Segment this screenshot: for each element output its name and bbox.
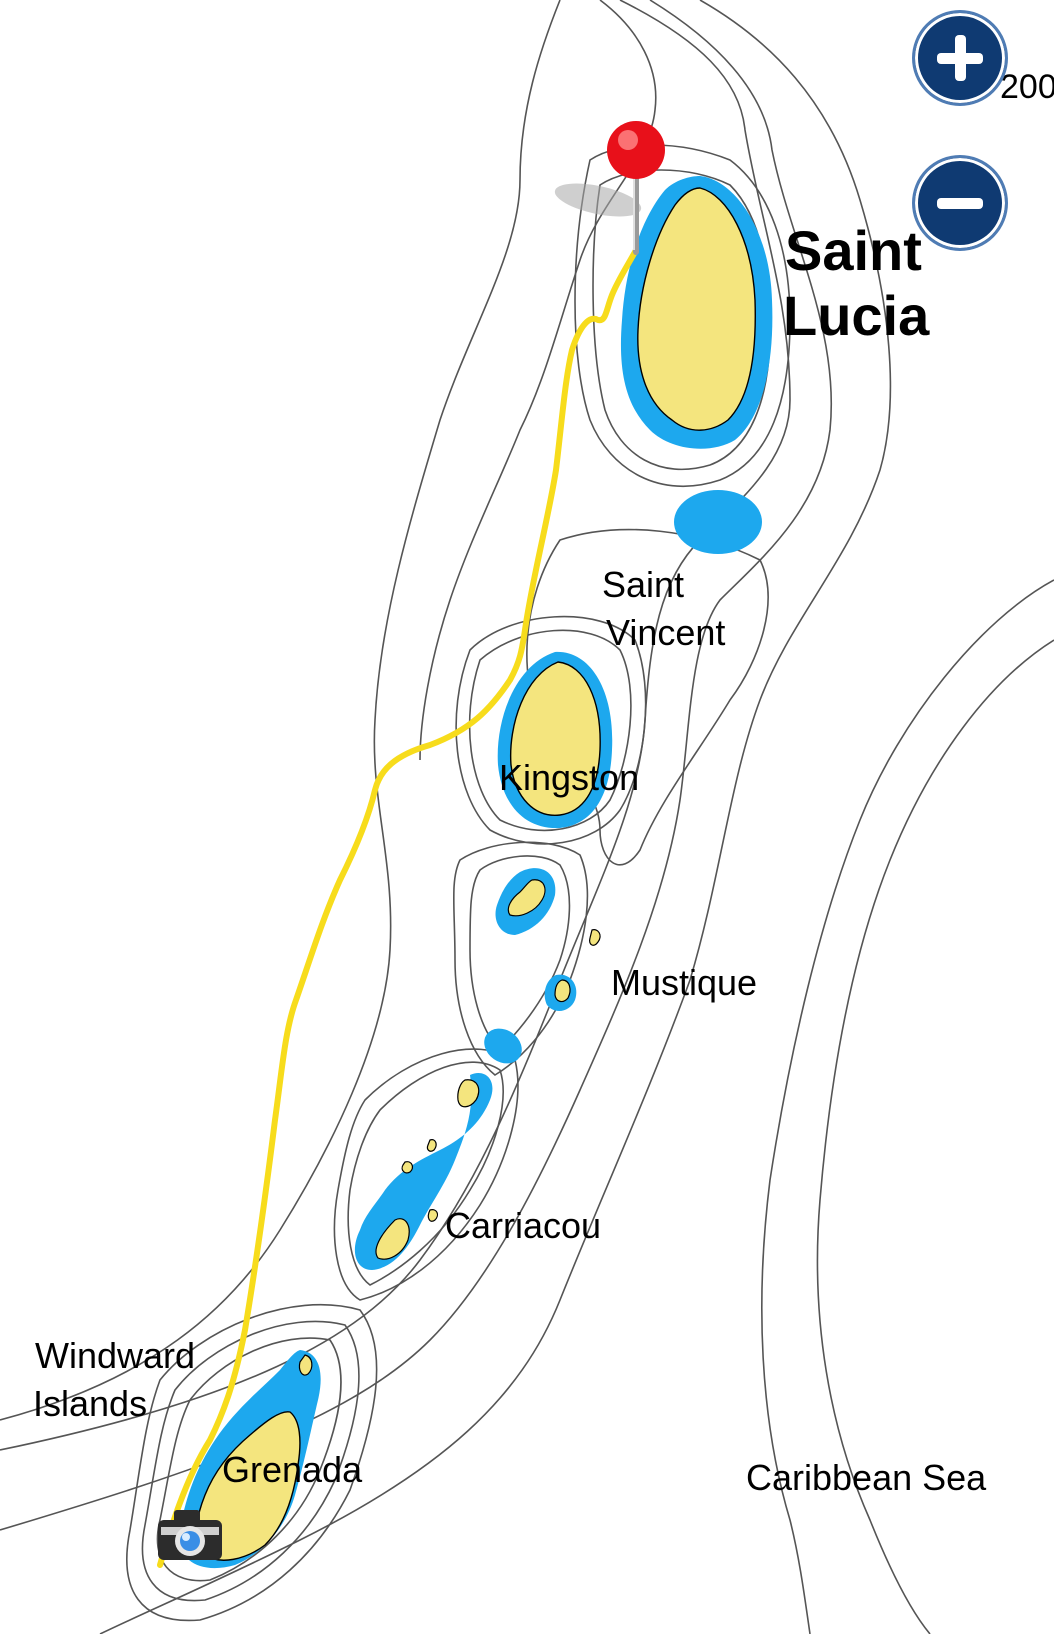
land-saint-lucia xyxy=(637,187,756,431)
label-windward-2: Islands xyxy=(33,1383,147,1424)
label-saint-vincent-1: Saint xyxy=(602,564,684,605)
island-grenada[interactable] xyxy=(179,1350,321,1569)
red-pin-icon[interactable] xyxy=(552,121,665,255)
minus-icon xyxy=(937,198,983,209)
route-track[interactable] xyxy=(157,247,639,1568)
island-saint-vincent[interactable] xyxy=(497,651,613,829)
land-saint-vincent xyxy=(509,661,601,816)
zoom-out-button[interactable] xyxy=(912,155,1008,251)
island-grenadines[interactable] xyxy=(354,868,601,1270)
place-labels: Saint Lucia Saint Vincent Kingston Musti… xyxy=(33,219,987,1498)
land-union xyxy=(457,1079,480,1108)
scale-readout: 200 xyxy=(1000,68,1054,106)
plus-icon-vertical xyxy=(955,35,966,81)
label-saint-lucia-1: Saint xyxy=(785,219,922,282)
camera-icon[interactable] xyxy=(158,1510,222,1560)
label-kingston: Kingston xyxy=(499,757,639,798)
label-grenada: Grenada xyxy=(222,1449,363,1490)
label-carriacou: Carriacou xyxy=(445,1205,601,1246)
label-saint-lucia-2: Lucia xyxy=(783,284,930,347)
zoom-in-button[interactable] xyxy=(912,10,1008,106)
land-mustique xyxy=(554,979,571,1003)
shallow-water-carriacou xyxy=(354,1072,493,1270)
shallow-bank xyxy=(674,490,762,554)
island-saint-lucia[interactable] xyxy=(620,176,773,554)
label-windward-1: Windward xyxy=(35,1335,195,1376)
land-islet-3 xyxy=(401,1161,414,1174)
label-mustique: Mustique xyxy=(611,962,757,1003)
land-islet-2 xyxy=(426,1139,437,1152)
land-islet xyxy=(589,929,601,946)
shallow-water-canouan xyxy=(484,1028,522,1064)
land-islet-grenada xyxy=(298,1354,313,1376)
label-caribbean-sea: Caribbean Sea xyxy=(746,1457,987,1498)
land-islet-4 xyxy=(427,1209,439,1222)
land-bequia xyxy=(507,879,546,917)
label-saint-vincent-2: Vincent xyxy=(606,612,725,653)
land-carriacou xyxy=(375,1218,410,1260)
